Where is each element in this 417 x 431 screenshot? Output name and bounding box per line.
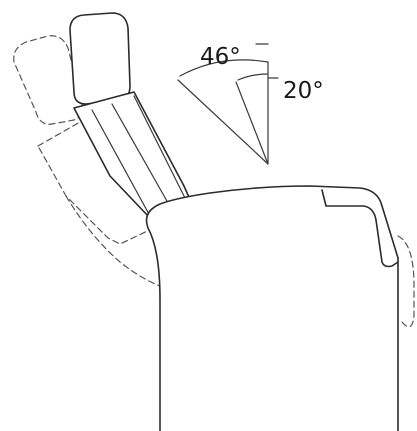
reclined-backrest-lower — [65, 195, 161, 287]
upright-headrest — [69, 12, 131, 105]
recline-20-degree-line — [235, 81, 269, 165]
armrest-top — [321, 189, 399, 268]
angle-arc-46 — [179, 59, 269, 77]
upright-backrest-crease-3 — [133, 95, 187, 201]
chair-body — [145, 185, 399, 431]
angle-arc-20 — [237, 73, 269, 81]
angle-label-20: 20° — [283, 78, 324, 104]
angle-label-46: 46° — [200, 44, 241, 70]
reclined-footrest-outline — [397, 235, 415, 328]
upright-backrest-crease-1 — [91, 109, 151, 217]
upright-backrest-crease-2 — [111, 103, 173, 211]
recline-46-degree-line — [177, 79, 269, 165]
